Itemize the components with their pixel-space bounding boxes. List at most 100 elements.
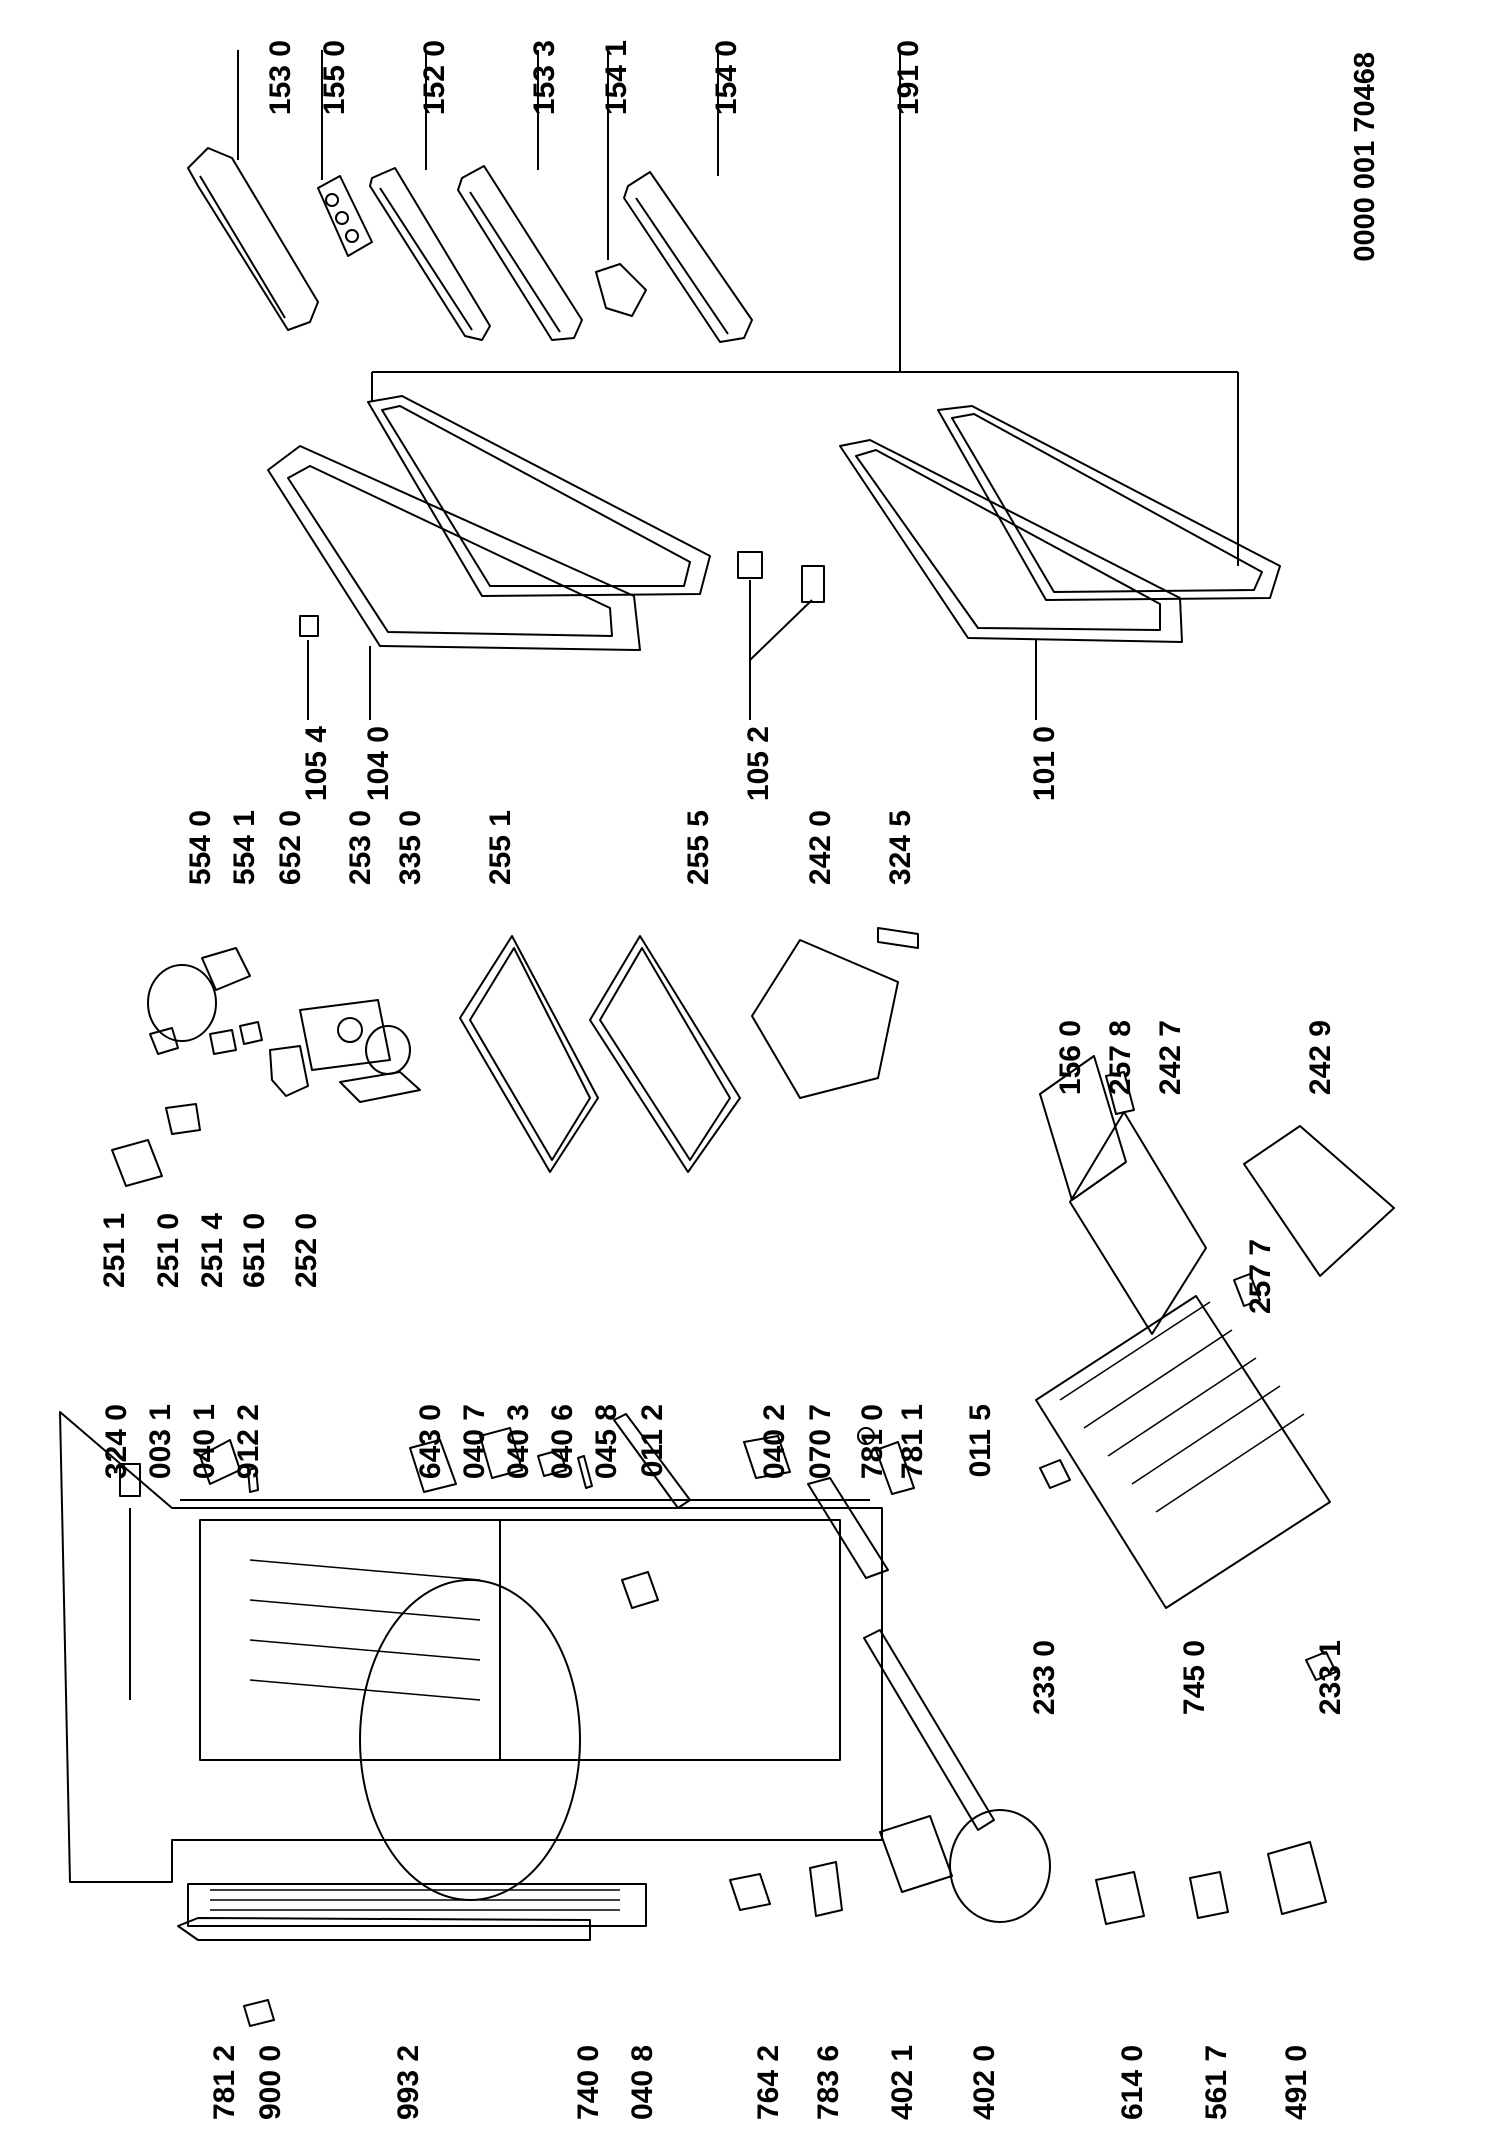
label-011-5: 011 5 [964, 1404, 997, 1477]
part-900-0-shape [243, 1999, 275, 2027]
part-402-1-shape [879, 1815, 953, 1893]
part-251-4-shape [209, 1029, 237, 1055]
part-233-0-shape [1039, 1459, 1071, 1489]
label-900-0: 900 0 [254, 2045, 287, 2120]
part-253-0-shape [339, 1071, 421, 1103]
label-253-0: 253 0 [344, 810, 377, 885]
label-764-2: 764 2 [752, 2045, 785, 2120]
part-745-0-shape [1035, 1295, 1331, 1609]
part-154-0-shape [623, 171, 753, 343]
cabinet-group [59, 1411, 883, 1901]
part-402-0-shape [949, 1809, 1051, 1923]
label-745-0: 745 0 [1178, 1640, 1211, 1715]
label-257-7: 257 7 [1244, 1239, 1277, 1314]
label-614-0: 614 0 [1116, 2045, 1149, 2120]
label-040-7: 040 7 [458, 1404, 491, 1479]
label-561-7: 561 7 [1200, 2045, 1233, 2120]
part-554-0b-shape [201, 947, 251, 991]
part-781-0-shape [857, 1427, 875, 1445]
label-040-1: 040 1 [188, 1404, 221, 1479]
label-040-6: 040 6 [546, 1404, 579, 1479]
label-554-1: 554 1 [228, 810, 261, 885]
part-324-5-shape [877, 927, 919, 949]
part-011-5-shape [863, 1629, 995, 1831]
label-233-1: 233 1 [1314, 1640, 1347, 1715]
condenser-lines [210, 1889, 620, 1911]
label-257-8: 257 8 [1104, 1020, 1137, 1095]
label-781-1: 781 1 [896, 1404, 929, 1479]
part-155-0-shape [317, 175, 373, 257]
label-105-2: 105 2 [742, 726, 775, 801]
part-764-2-shape [729, 1873, 771, 1911]
part-040-6-shape [537, 1449, 567, 1477]
label-491-0: 491 0 [1280, 2045, 1313, 2120]
part-156-0-shape [1039, 1055, 1127, 1201]
part-101-0-shape [839, 439, 1183, 643]
wire-grid-lines [1059, 1301, 1305, 1513]
label-554-0: 554 0 [184, 810, 217, 885]
egg-cup-3 [345, 229, 359, 243]
controls-group [111, 947, 421, 1187]
part-781-1-shape [875, 1441, 915, 1495]
part-105-4-shape [299, 615, 319, 637]
part-783-6-shape [809, 1861, 843, 1917]
door-bins-group [187, 147, 753, 343]
gasket-upper-shape [367, 395, 711, 597]
part-242-0-shape [751, 939, 899, 1099]
label-255-5: 255 5 [682, 810, 715, 885]
label-781-2: 781 2 [208, 2045, 241, 2120]
label-335-0: 335 0 [394, 810, 427, 885]
part-040-8-shape [621, 1571, 659, 1609]
cabinet-top-edge [129, 1507, 870, 1841]
label-643-0: 643 0 [414, 1404, 447, 1479]
part-011-2-shape [613, 1413, 691, 1509]
egg-cup-1 [325, 193, 339, 207]
part-labels: 153 0 155 0 152 0 153 3 154 1 154 0 191 … [98, 40, 1347, 2120]
part-040-2-shape [743, 1435, 791, 1479]
label-912-2: 912 2 [232, 1404, 265, 1479]
label-154-1: 154 1 [600, 40, 633, 115]
part-070-7-shape [807, 1477, 889, 1579]
part-233-1-shape [1305, 1651, 1337, 1681]
label-104-0: 104 0 [362, 726, 395, 801]
part-105-2a-shape [737, 551, 763, 579]
label-040-3: 040 3 [502, 1404, 535, 1479]
label-070-7: 070 7 [804, 1404, 837, 1479]
part-040-3-shape [479, 1427, 523, 1479]
gasket-lower-shape [937, 405, 1281, 601]
part-251-0-shape [165, 1103, 201, 1135]
label-255-1: 255 1 [484, 810, 517, 885]
part-255-1-shape [459, 935, 599, 1173]
label-242-9: 242 9 [1304, 1020, 1337, 1095]
part-554-1-shape [239, 1021, 263, 1045]
label-783-6: 783 6 [812, 2045, 845, 2120]
label-101-0: 101 0 [1028, 726, 1061, 801]
part-242-9-shape [1243, 1125, 1395, 1277]
label-242-7: 242 7 [1154, 1020, 1187, 1095]
door-panels-group [267, 395, 1281, 651]
part-153-3-shape [457, 165, 583, 341]
part-781-2-shape [177, 1917, 591, 1941]
part-152-0-shape [369, 167, 491, 341]
label-251-1: 251 1 [98, 1213, 131, 1288]
label-154-0: 154 0 [710, 40, 743, 115]
label-402-0: 402 0 [968, 2045, 1001, 2120]
part-105-2b-shape [801, 565, 825, 603]
label-402-1: 402 1 [886, 2045, 919, 2120]
part-614-0-shape [1095, 1871, 1145, 1925]
part-257-7-shape [1233, 1273, 1261, 1307]
part-252-0-shape [299, 999, 391, 1071]
label-153-3: 153 3 [528, 40, 561, 115]
label-011-2: 011 2 [636, 1404, 669, 1477]
leader-lines [237, 50, 1239, 720]
back-cover-shape [359, 1579, 581, 1901]
label-003-1: 003 1 [144, 1404, 177, 1479]
part-561-7-shape [1189, 1871, 1229, 1919]
part-554-0-shape [147, 964, 217, 1042]
shelves-group [459, 927, 919, 1173]
label-251-4: 251 4 [196, 1213, 229, 1288]
part-324-0-shape [119, 1463, 141, 1497]
label-191-0: 191 0 [892, 40, 925, 115]
part-491-0-shape [1267, 1841, 1327, 1915]
